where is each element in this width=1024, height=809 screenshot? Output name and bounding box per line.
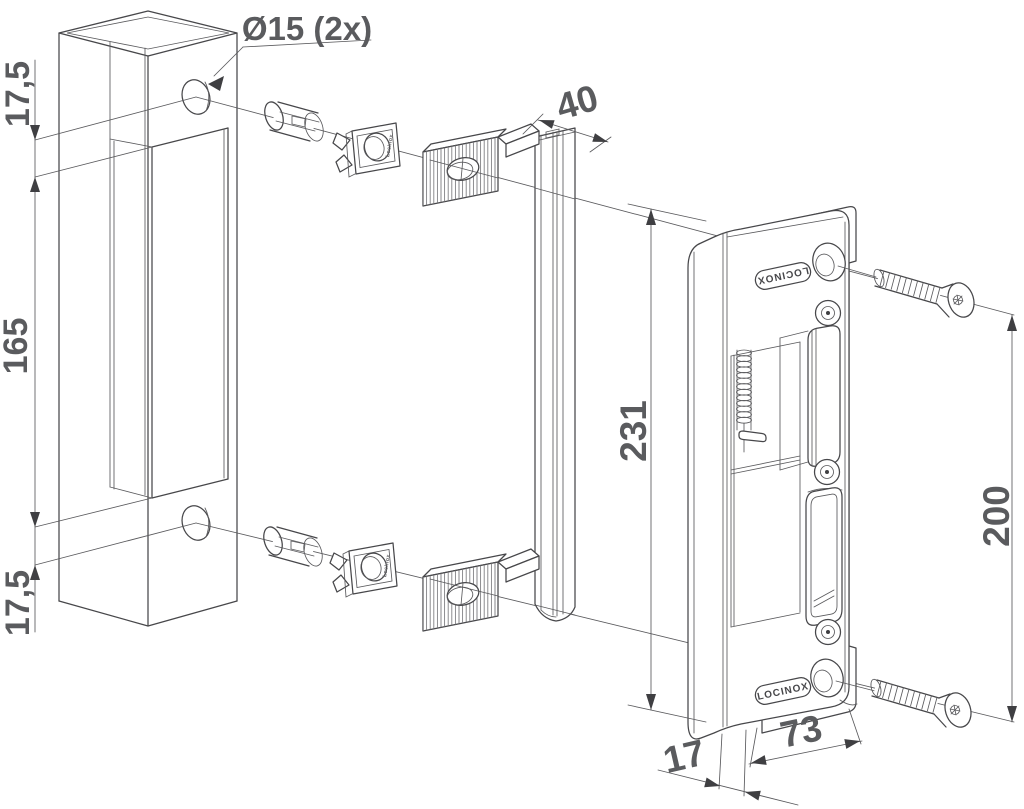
gate-post (58, 10, 238, 627)
dim-keeper-offset: 17 (657, 729, 799, 806)
post-bottom-hole (181, 505, 211, 541)
keeper-spring (736, 349, 752, 424)
post-top-hole (181, 79, 211, 115)
axis-overlays (429, 159, 877, 692)
pivot-screw-bottom (814, 618, 842, 646)
dim-40-text: 40 (552, 77, 603, 128)
dim-slot-length: 165 (0, 318, 35, 375)
insert-engraving-bottom: Locinox (382, 553, 392, 578)
post-slot (109, 127, 229, 499)
hole-note-text: Ø15 (2x) (242, 10, 372, 47)
mounting-profile (534, 127, 576, 622)
dim-73-text: 73 (777, 707, 826, 756)
keeper-jaw (779, 325, 843, 493)
clamp-bracket-bottom (422, 548, 540, 632)
dim-post-top-offset: 17,5 (0, 61, 37, 127)
dim-keeper-width: 73 (748, 707, 863, 768)
keeper-brand-label-top: LOCINOX (754, 262, 812, 290)
dim-keeper-height: 231 (613, 203, 707, 723)
leader-arrow-icon (208, 76, 224, 91)
clamp-bracket-top (422, 123, 540, 207)
pivot-screw-top (814, 299, 842, 327)
insert-engraving-top: Locinox (385, 133, 395, 158)
keeper-fixing-hole-top (812, 242, 846, 282)
dim-bracket-depth: 40 (522, 77, 612, 153)
dim-post-bottom-offset: 17,5 (0, 570, 37, 636)
keeper-fixing-hole-bottom (810, 658, 844, 698)
deadbolt-window (805, 487, 843, 626)
hole-diameter-note: Ø15 (2x) (208, 10, 372, 91)
keeper-body: LOCINOX LOCINOX (687, 209, 858, 740)
dim-hole-spacing: 200 (976, 314, 1017, 723)
latch-finger (738, 430, 767, 443)
fixing-screw-bottom (868, 677, 976, 732)
assembly-axis-top (195, 96, 1015, 316)
dim-17-text: 17 (659, 732, 708, 781)
keeper-brand-label-bottom: LOCINOX (754, 677, 812, 705)
expansion-plug-bottom (259, 523, 327, 570)
left-dimension-chain: 17,5 165 17,5 (0, 59, 197, 636)
threaded-insert-top (332, 122, 401, 178)
pivot-screw-middle (813, 458, 841, 486)
expansion-plug-top (264, 101, 324, 142)
dim-231-text: 231 (613, 400, 654, 462)
fixing-screw-top (873, 268, 975, 318)
dim-200-text: 200 (976, 485, 1017, 547)
